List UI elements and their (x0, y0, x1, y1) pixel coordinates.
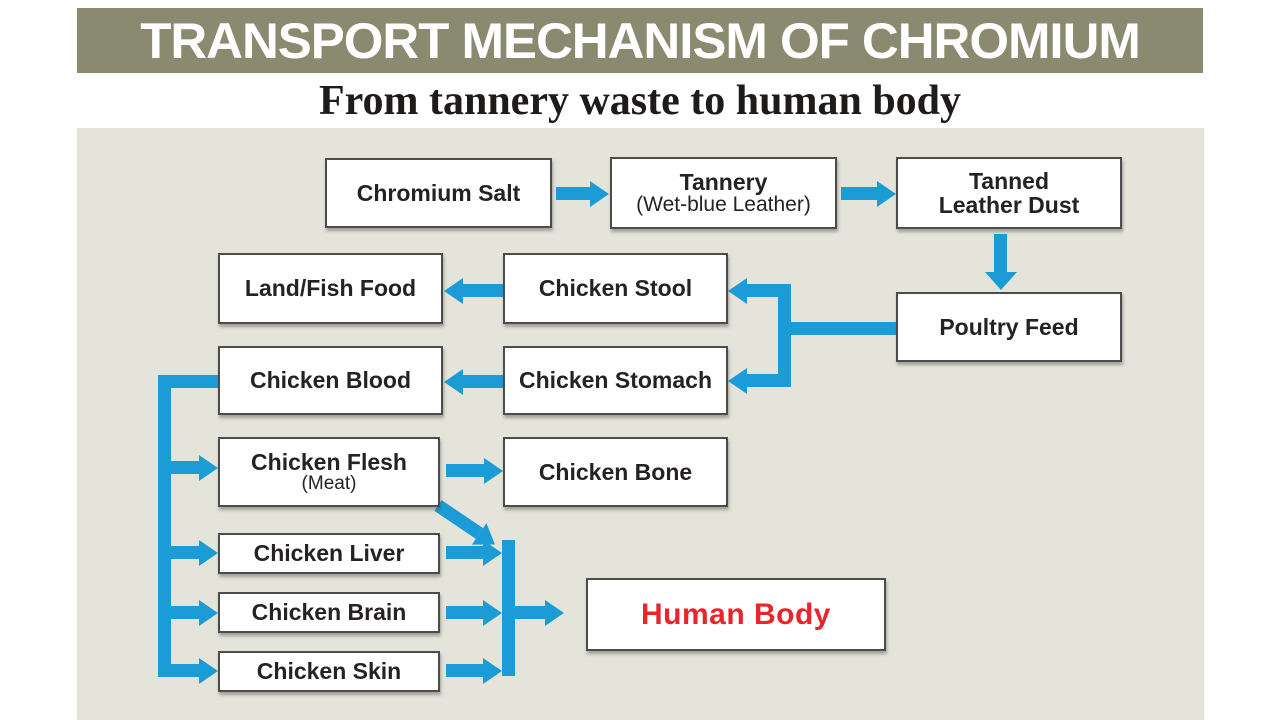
node-chicken-brain: Chicken Brain (218, 592, 440, 633)
title-banner: TRANSPORT MECHANISM OF CHROMIUM (77, 8, 1203, 73)
page-title: TRANSPORT MECHANISM OF CHROMIUM (140, 12, 1141, 69)
node-chicken-liver: Chicken Liver (218, 533, 440, 574)
arrow-trunk-to-flesh (171, 461, 199, 474)
line-poultry-branch-horizontal (790, 322, 896, 335)
arrow-trunk-to-brain (171, 606, 199, 619)
node-label: Human Body (640, 597, 831, 631)
node-label: Chicken Stomach (519, 367, 712, 394)
node-label: Chicken Stool (538, 275, 693, 302)
node-chicken-skin: Chicken Skin (218, 651, 440, 692)
node-label: Chicken Brain (251, 599, 407, 626)
node-chicken-blood: Chicken Blood (218, 346, 443, 415)
node-label: Chicken Bone (538, 458, 693, 485)
arrow-skin-to-collector (446, 664, 483, 677)
node-chicken-flesh: Chicken Flesh (Meat) (218, 437, 440, 507)
arrow-flesh-to-bone (446, 464, 484, 477)
node-label: Tannery (679, 168, 768, 195)
arrow-trunk-to-liver (171, 546, 199, 559)
node-label: Chicken Liver (253, 540, 405, 567)
arrow-poultry-to-stomach (747, 374, 778, 387)
page-subtitle: From tannery waste to human body (318, 77, 962, 124)
node-label: Chicken Blood (249, 367, 411, 394)
line-poultry-branch-vertical (778, 284, 791, 387)
arrow-dust-to-poultry (994, 234, 1007, 272)
arrow-brain-to-collector (446, 606, 483, 619)
node-label: Chromium Salt (356, 179, 521, 206)
node-label: Chicken Flesh (251, 448, 407, 475)
arrow-stool-to-landfish (463, 284, 503, 297)
arrow-salt-to-tannery (556, 187, 590, 200)
node-label: Chicken Skin (256, 658, 402, 685)
line-blood-to-trunk (158, 375, 218, 388)
node-chicken-stomach: Chicken Stomach (503, 346, 728, 415)
line-collector-vertical (502, 540, 515, 676)
node-label: Land/Fish Food (244, 275, 417, 302)
arrow-stomach-to-blood (463, 375, 503, 388)
line-blood-trunk-vertical (158, 375, 171, 677)
node-tannery: Tannery (Wet-blue Leather) (610, 157, 837, 229)
arrow-poultry-to-stool (747, 284, 778, 297)
node-sublabel: (Wet-blue Leather) (636, 193, 811, 217)
node-label-line2: Leather Dust (938, 192, 1080, 218)
node-chicken-bone: Chicken Bone (503, 437, 728, 507)
node-label-line1: Tanned (968, 167, 1050, 194)
node-land-fish-food: Land/Fish Food (218, 253, 443, 324)
node-tanned-leather-dust: Tanned Leather Dust (896, 157, 1122, 229)
node-human-body: Human Body (586, 578, 886, 651)
node-chicken-stool: Chicken Stool (503, 253, 728, 324)
node-label: Poultry Feed (939, 313, 1079, 340)
arrow-tannery-to-dust (841, 187, 877, 200)
arrow-collector-to-human (515, 606, 545, 619)
arrow-trunk-to-skin (171, 664, 199, 677)
arrow-liver-to-collector (446, 546, 483, 559)
node-chromium-salt: Chromium Salt (325, 158, 552, 228)
node-sublabel: (Meat) (301, 473, 357, 495)
node-poultry-feed: Poultry Feed (896, 292, 1122, 362)
